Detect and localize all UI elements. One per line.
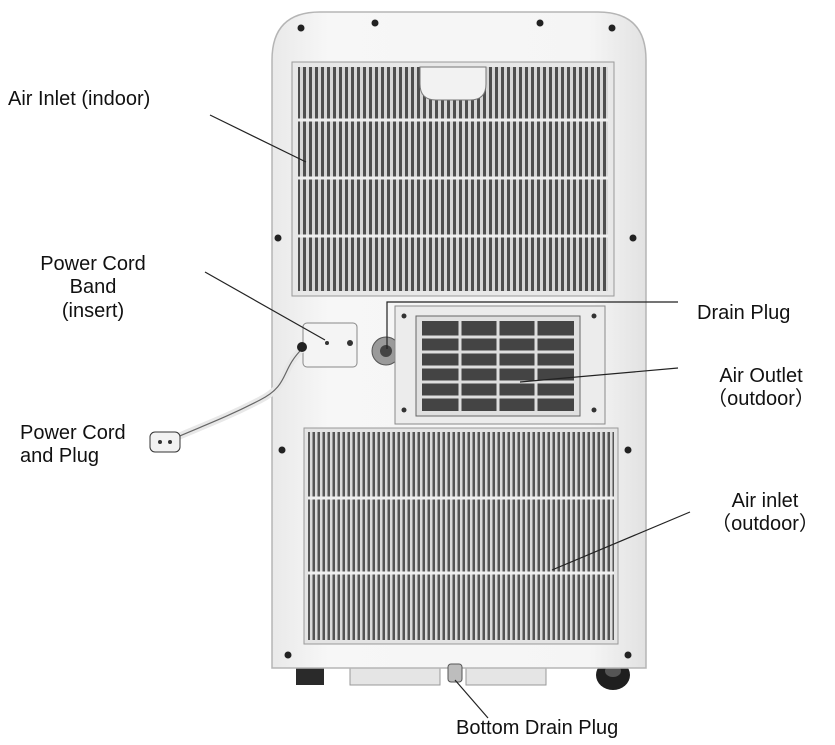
label-bottom-drain-plug: Bottom Drain Plug [456,717,619,739]
label-air-inlet-outdoor-line1: Air inlet [731,490,799,512]
label-drain-plug: Drain Plug [697,302,791,324]
label-air-inlet-indoor: Air Inlet (indoor) [8,88,151,110]
label-air-inlet-outdoor-line2: （outdoor） [711,513,819,536]
label-air-inlet-outdoor: Air inlet （outdoor） [700,490,830,537]
leader-lines [204,114,691,719]
label-power-cord-plug: Power Cord and Plug [20,422,126,469]
label-air-outlet: Air Outlet （outdoor） [696,365,826,412]
power-cord [149,342,307,453]
label-air-outlet-line1: Air Outlet [719,365,803,387]
label-power-cord-plug-line1: Power Cord [20,422,126,444]
screws [274,19,637,659]
label-power-cord-band-line1: Power Cord [40,253,146,275]
label-power-cord-plug-line2: and Plug [20,445,99,468]
air-outlet-grille [394,305,606,425]
bottom-drain-plug-part [447,663,463,683]
label-power-cord-band: Power Cord Band (insert) [18,253,168,323]
label-power-cord-band-line3: (insert) [61,299,125,322]
label-air-outlet-line2: （outdoor） [707,388,815,411]
drain-plug-part [371,336,401,366]
lower-grille [303,427,619,645]
upper-grille [291,61,615,297]
label-power-cord-band-line2: Band [69,276,117,299]
